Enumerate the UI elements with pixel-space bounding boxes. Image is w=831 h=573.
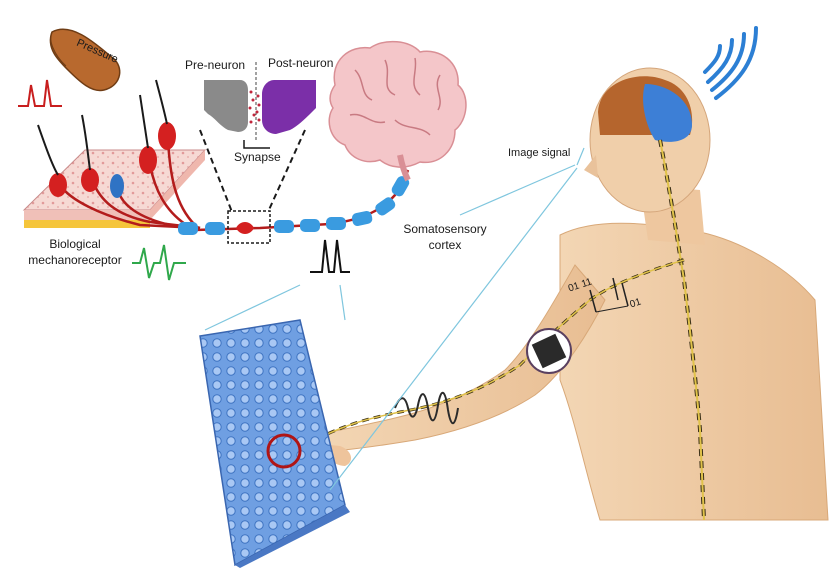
image-signal-label: Image signal [508,146,570,161]
wifi-icon [705,28,756,98]
post-neuron-label: Post-neuron [268,56,333,71]
synapse-inset [204,62,316,148]
receptor-signal-wave [132,245,186,280]
brain-illustration [329,42,466,180]
biological-label-line1: Biological [20,237,130,252]
spike-waveform [310,240,350,272]
synapse-label: Synapse [234,150,281,165]
pre-neuron-label: Pre-neuron [185,58,245,73]
somatosensory-label-line1: Somatosensory [395,222,495,237]
pressure-pulse [18,80,62,106]
biological-label-line2: mechanoreceptor [20,253,130,268]
tactile-sensor-array [200,320,350,568]
somatosensory-label-line2: cortex [395,238,495,253]
